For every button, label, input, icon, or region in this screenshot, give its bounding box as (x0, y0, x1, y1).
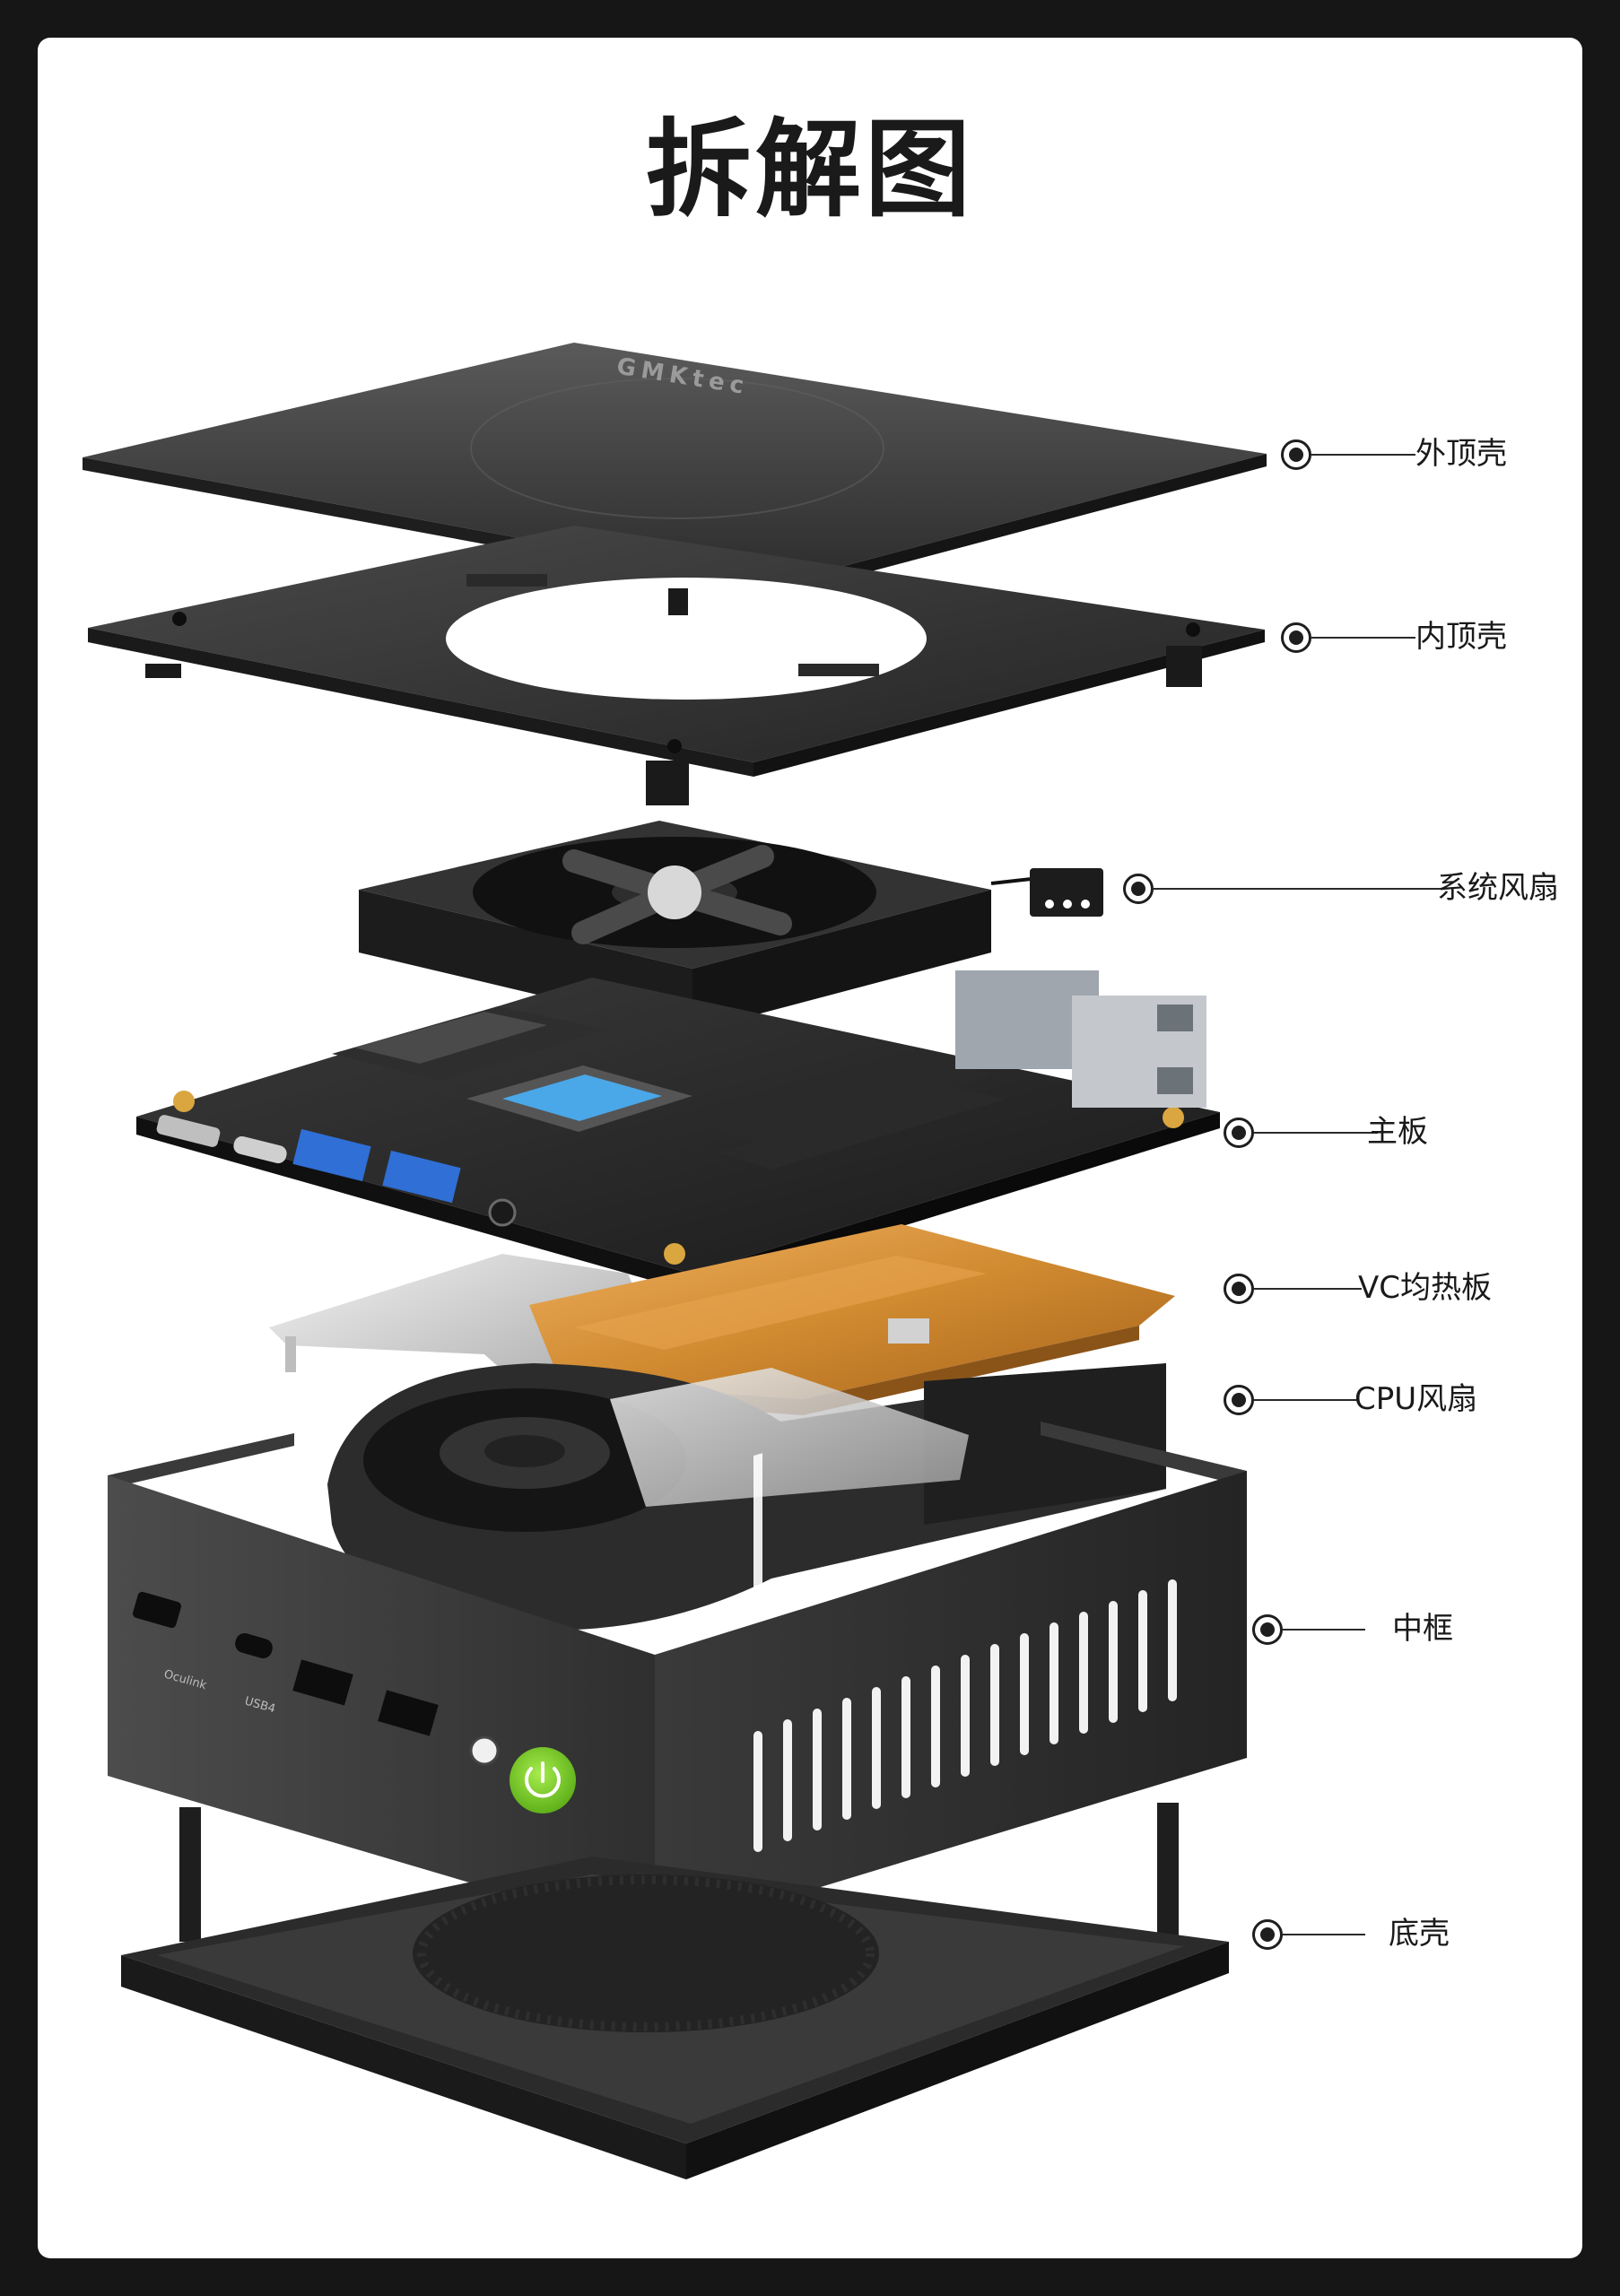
callout-cpu-fan: CPU风扇 (1224, 1381, 1564, 1421)
callout-line (1311, 637, 1415, 639)
callout-label: 外顶壳 (1415, 436, 1507, 472)
callout-outer-top-shell: 外顶壳 (1281, 436, 1550, 475)
callout-dot-icon (1123, 874, 1154, 904)
callout-dot-icon (1281, 439, 1311, 470)
callout-dot-icon (1281, 622, 1311, 653)
callout-line (1154, 888, 1441, 890)
callout-label: 内顶壳 (1415, 619, 1507, 655)
motherboard-part (136, 970, 1220, 1292)
callout-dot-icon (1252, 1614, 1283, 1645)
callout-line (1283, 1934, 1365, 1935)
callout-label: 主板 (1367, 1114, 1428, 1150)
inner-top-shell (88, 526, 1265, 805)
callout-vapor-chamber: VC均热板 (1224, 1270, 1564, 1309)
callout-bottom-shell: 底壳 (1252, 1916, 1521, 1955)
middle-frame-part: Oculink USB4 (108, 1422, 1247, 1937)
bottom-shell-part (121, 1857, 1229, 2179)
callout-inner-top-shell: 内顶壳 (1281, 619, 1550, 658)
callout-line (1254, 1399, 1358, 1401)
system-fan-part (359, 821, 1103, 1031)
callout-middle-frame: 中框 (1252, 1611, 1521, 1650)
callout-dot-icon (1252, 1919, 1283, 1950)
callout-line (1254, 1288, 1362, 1290)
callout-motherboard: 主板 (1224, 1114, 1493, 1153)
callout-system-fan: 系统风扇 (1123, 870, 1572, 909)
cpu-fan-part (327, 1363, 1166, 1631)
callout-dot-icon (1224, 1118, 1254, 1148)
callout-label: VC均热板 (1358, 1270, 1492, 1306)
callout-dot-icon (1224, 1274, 1254, 1304)
callout-line (1283, 1629, 1365, 1631)
callout-label: 底壳 (1389, 1916, 1450, 1952)
page-title: 拆解图 (645, 108, 974, 231)
callout-dot-icon (1224, 1385, 1254, 1415)
callout-line (1311, 454, 1415, 456)
callout-label: CPU风扇 (1354, 1381, 1478, 1417)
callout-line (1254, 1132, 1378, 1134)
callout-label: 系统风扇 (1437, 870, 1559, 906)
callout-label: 中框 (1392, 1611, 1453, 1647)
